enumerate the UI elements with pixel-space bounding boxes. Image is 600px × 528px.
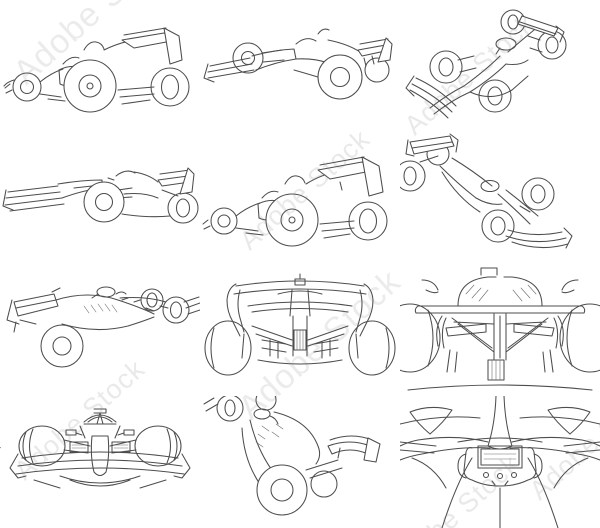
rear-wing [121, 27, 190, 107]
car-front-view [0, 396, 200, 528]
rear-end [256, 435, 381, 516]
rear-wing [317, 156, 388, 241]
rear-end [157, 167, 199, 224]
nose-and-sidepods [63, 435, 137, 477]
front-tyres [18, 425, 182, 467]
front-end [119, 288, 200, 324]
car-rear-three-quarter-right [0, 0, 200, 132]
front-end [3, 68, 64, 102]
car-rear-three-quarter-variant [200, 132, 400, 264]
car-rear-view [200, 264, 400, 396]
body [55, 286, 155, 331]
car-rear-view-closeup [400, 264, 600, 396]
bodywork [400, 437, 600, 528]
front-end [203, 42, 297, 83]
car-cockpit-view [400, 396, 600, 528]
diffuser-and-suspension [241, 315, 359, 365]
front-end [203, 396, 279, 425]
car-side-front-three-quarter [0, 132, 200, 264]
rear-wing [517, 15, 565, 43]
rear-wing [414, 305, 586, 314]
body [457, 29, 543, 98]
rear-wheel [40, 324, 84, 368]
front-end [202, 202, 261, 235]
rear-wheel-and-diffuser [265, 193, 355, 247]
engine-cover [421, 267, 579, 307]
rear-end [317, 37, 393, 100]
car-top-rear-left [200, 396, 400, 528]
rear-end [400, 133, 459, 192]
adobe-stock-id-watermark: Adobe Stock | #841276967 [0, 371, 1, 526]
body [439, 157, 535, 221]
rear-wheel-and-diffuser [63, 59, 155, 113]
steering-wheel [457, 445, 543, 487]
front-wing [405, 75, 471, 119]
halo-and-cockpit [65, 408, 135, 439]
wheels [429, 9, 567, 113]
rear-wing [226, 273, 374, 337]
rear-wing [6, 287, 61, 333]
body [73, 170, 171, 223]
car-top-front-three-quarter [400, 0, 600, 132]
rear-tyres [400, 303, 600, 373]
car-high-rear-view [0, 264, 200, 396]
suspension-and-diffuser [407, 313, 593, 391]
front-wing [9, 451, 191, 489]
car-front-three-quarter-left [200, 0, 400, 132]
front-end [481, 177, 573, 249]
halo [400, 396, 600, 461]
car-top-rear-three-quarter [400, 132, 600, 264]
